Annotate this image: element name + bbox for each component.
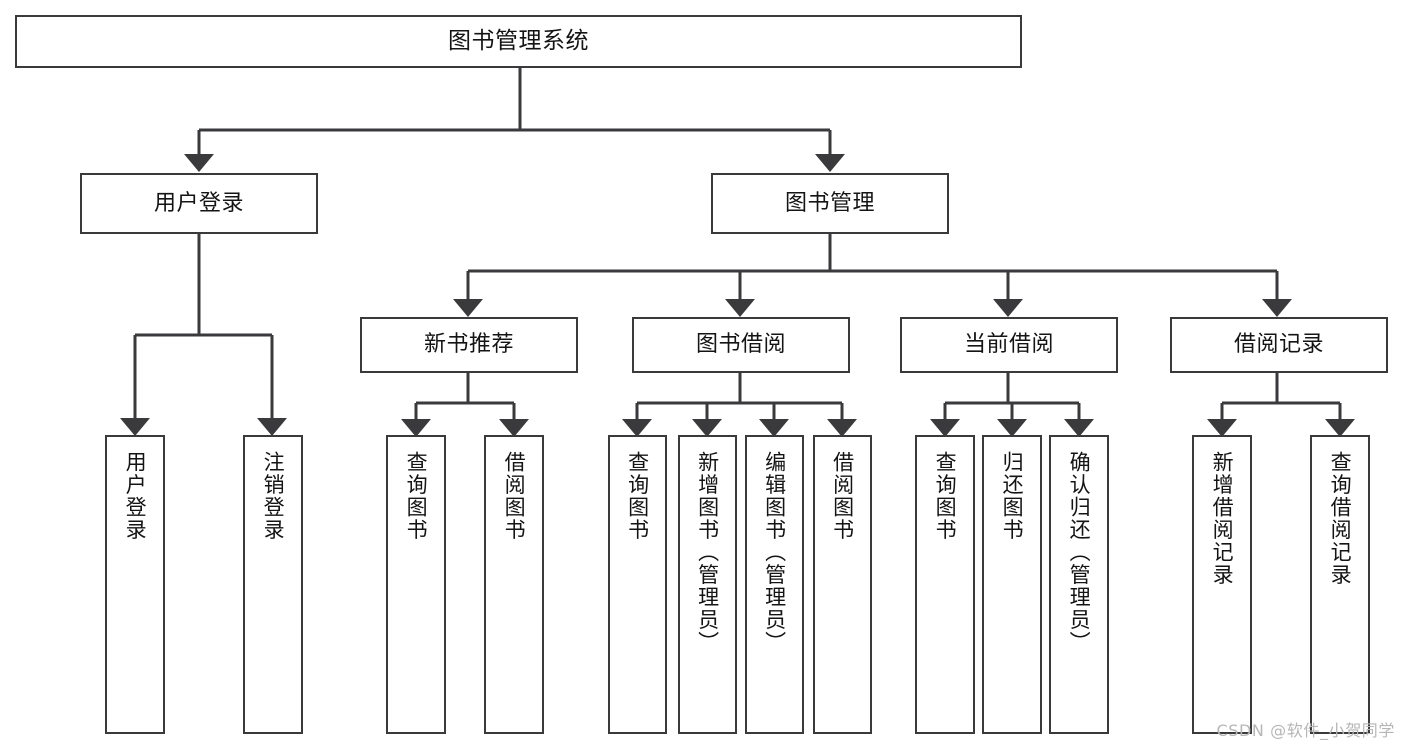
node-label: 新增借阅记录 <box>1210 451 1235 586</box>
node-book-management[interactable]: 图书管理 <box>711 173 949 234</box>
node-new-book-recommend[interactable]: 新书推荐 <box>360 317 578 373</box>
node-current-borrow[interactable]: 当前借阅 <box>900 317 1118 373</box>
leaf-user-login[interactable]: 用户登录 <box>105 435 165 734</box>
node-label: 注销登录 <box>261 451 286 541</box>
node-label: 查询借阅记录 <box>1328 451 1353 586</box>
node-borrow-record[interactable]: 借阅记录 <box>1170 317 1388 373</box>
leaf-borrow-add-book-admin[interactable]: 新增图书（管理员） <box>678 435 737 734</box>
node-label: 用户登录 <box>153 190 244 216</box>
node-root-system[interactable]: 图书管理系统 <box>15 15 1022 68</box>
leaf-logout[interactable]: 注销登录 <box>243 435 303 734</box>
leaf-current-query-book[interactable]: 查询图书 <box>915 435 975 734</box>
node-label: 查询图书 <box>625 451 650 541</box>
leaf-record-query-record[interactable]: 查询借阅记录 <box>1310 435 1370 734</box>
node-label: 编辑图书（管理员） <box>762 451 787 654</box>
node-label: 图书管理系统 <box>448 28 589 55</box>
leaf-borrow-query-book[interactable]: 查询图书 <box>608 435 667 734</box>
leaf-record-add-record[interactable]: 新增借阅记录 <box>1192 435 1252 734</box>
leaf-borrow-borrow-book[interactable]: 借阅图书 <box>813 435 872 734</box>
node-label: 确认归还（管理员） <box>1067 451 1092 654</box>
node-label: 查询图书 <box>933 451 958 541</box>
leaf-current-confirm-return-admin[interactable]: 确认归还（管理员） <box>1049 435 1109 734</box>
node-label: 新书推荐 <box>423 332 514 358</box>
node-label: 新增图书（管理员） <box>695 451 720 654</box>
leaf-current-return-book[interactable]: 归还图书 <box>982 435 1042 734</box>
node-label: 查询图书 <box>404 451 429 541</box>
node-label: 图书借阅 <box>695 332 786 358</box>
node-label: 当前借阅 <box>963 332 1054 358</box>
csdn-watermark: CSDN @软件_小贺同学 <box>1216 721 1395 740</box>
node-label: 借阅图书 <box>830 451 855 541</box>
node-label: 归还图书 <box>1000 451 1025 541</box>
node-label: 借阅记录 <box>1233 332 1324 358</box>
node-label: 用户登录 <box>123 451 148 541</box>
node-user-login[interactable]: 用户登录 <box>80 173 318 234</box>
leaf-recommend-query-book[interactable]: 查询图书 <box>386 435 446 734</box>
node-book-borrow[interactable]: 图书借阅 <box>632 317 850 373</box>
node-label: 图书管理 <box>784 190 875 216</box>
leaf-recommend-borrow-book[interactable]: 借阅图书 <box>484 435 544 734</box>
leaf-borrow-edit-book-admin[interactable]: 编辑图书（管理员） <box>745 435 804 734</box>
node-label: 借阅图书 <box>502 451 527 541</box>
